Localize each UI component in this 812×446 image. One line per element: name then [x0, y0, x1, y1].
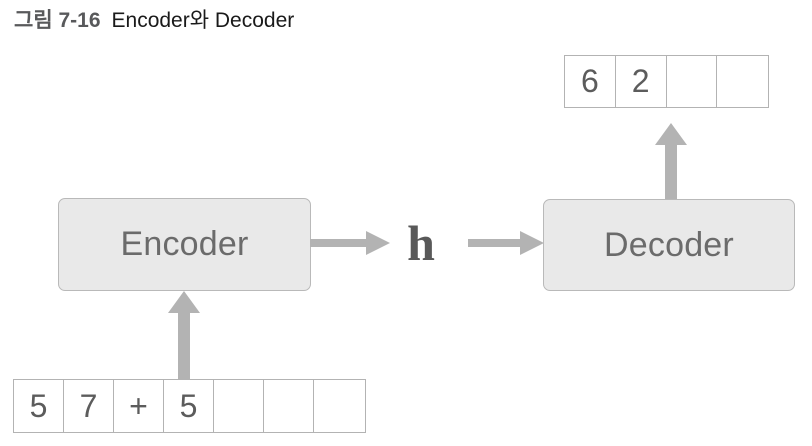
input-cell [314, 380, 364, 432]
page-title: 그림 7-16 Encoder와 Decoder [14, 6, 294, 36]
arrow-hidden-state-to-decoder-icon [468, 231, 544, 255]
input-cell: 5 [14, 380, 64, 432]
output-cell [666, 56, 718, 107]
decoder-box: Decoder [543, 199, 795, 291]
output-cell: 2 [615, 56, 667, 107]
decoder-label: Decoder [604, 225, 734, 264]
input-cell [214, 380, 264, 432]
output-cell: 6 [565, 56, 616, 107]
input-cell [264, 380, 314, 432]
encoder-box: Encoder [58, 198, 311, 291]
figure-caption-text: Encoder와 Decoder [111, 9, 295, 32]
decoder-output-sequence-grid: 6 2 [564, 55, 769, 108]
arrow-decoder-to-output-icon [655, 123, 687, 199]
input-cell: 7 [64, 380, 114, 432]
figure-number-label: 그림 7-16 [14, 9, 101, 32]
output-cell [717, 56, 768, 107]
input-cell: 5 [164, 380, 214, 432]
arrow-encoder-to-hidden-state-icon [310, 231, 390, 255]
arrow-input-to-encoder-icon [168, 291, 200, 379]
encoder-label: Encoder [120, 225, 249, 263]
encoder-input-sequence-grid: 5 7 + 5 [13, 379, 366, 433]
hidden-state-symbol: h [398, 212, 444, 274]
hidden-state-label: h [407, 215, 435, 271]
input-cell: + [114, 380, 164, 432]
